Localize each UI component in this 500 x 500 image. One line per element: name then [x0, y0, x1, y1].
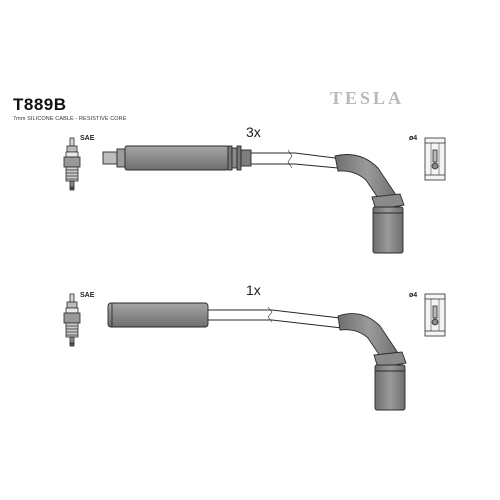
cable-1-plug-boot: [102, 145, 252, 171]
cable-1: [63, 137, 446, 254]
cable-2-quantity: 1x: [246, 282, 261, 298]
part-number: T889B: [13, 95, 67, 114]
cable-2-plug-label: SAE: [80, 292, 95, 299]
cable-1-wire: [251, 149, 339, 169]
cable-1-quantity: 3x: [246, 124, 261, 140]
cable-2-terminal-label: ø4: [409, 292, 418, 299]
cable-description: 7mm SILICONE CABLE - RESISTIVE CORE: [13, 116, 127, 122]
spark-plug-1-icon: [63, 137, 81, 191]
cable-1-plug-label: SAE: [80, 135, 95, 142]
cable-2-plug-boot: [107, 302, 209, 328]
cable-2-elbow-boot: [337, 313, 407, 411]
brand-logo: TESLA: [330, 88, 405, 108]
terminal-1-icon: [424, 137, 446, 181]
cable-2-wire: [208, 306, 343, 329]
cable-2: [63, 293, 446, 411]
spark-plug-2-icon: [63, 293, 81, 347]
cable-1-terminal-label: ø4: [409, 135, 418, 142]
cable-1-elbow-boot: [334, 154, 405, 254]
terminal-2-icon: [424, 293, 446, 337]
